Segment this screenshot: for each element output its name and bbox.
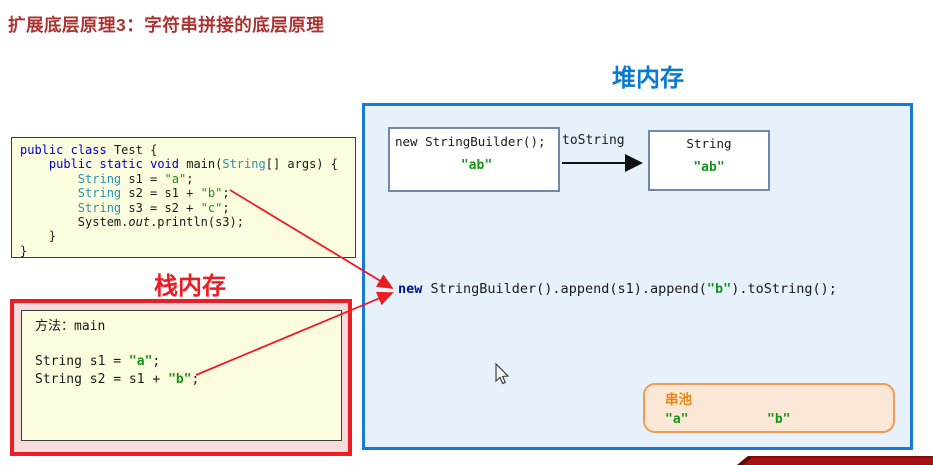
stringbuilder-object-code: new StringBuilder(); xyxy=(395,134,546,149)
stack-memory-label: 栈内存 xyxy=(154,273,226,300)
stringbuilder-expression: new StringBuilder().append(s1).append("b… xyxy=(398,281,837,297)
code-line: String s2 = s1 + "b"; xyxy=(77,186,230,201)
code-line: System.out.println(s3); xyxy=(20,214,244,229)
stack-memory-box: 方法：main String s1 = "a"; String s2 = s1 … xyxy=(10,299,352,456)
stringbuilder-object-box: new StringBuilder(); "ab" xyxy=(388,127,560,192)
string-object-box: String "ab" xyxy=(648,130,770,191)
stringbuilder-object-value: "ab" xyxy=(460,158,493,173)
stack-frame-line: 方法：main xyxy=(35,319,106,334)
tostring-arrow-label: toString xyxy=(562,133,625,148)
string-object-title: String xyxy=(686,136,732,151)
watermark-ribbon xyxy=(737,456,933,465)
code-line: } xyxy=(20,229,57,244)
string-pool-box: 串池 "a" "b" xyxy=(643,383,895,433)
code-line: String s3 = s2 + "c"; xyxy=(77,200,230,215)
stack-frame-box: 方法：main String s1 = "a"; String s2 = s1 … xyxy=(21,310,342,441)
java-code-box: public class Test { public static void m… xyxy=(11,137,356,258)
code-line: public class Test { xyxy=(20,143,158,157)
string-pool-value-a: "a" xyxy=(665,412,689,427)
code-line: String s1 = "a"; xyxy=(77,171,194,186)
page-title: 扩展底层原理3：字符串拼接的底层原理 xyxy=(8,15,325,35)
stack-frame-line xyxy=(35,336,341,354)
string-pool-label: 串池 xyxy=(665,392,692,407)
code-line: public static void main(String[] args) { xyxy=(48,157,338,172)
heap-memory-label: 堆内存 xyxy=(612,65,684,92)
string-object-value: "ab" xyxy=(693,160,725,175)
code-line: } xyxy=(20,243,28,258)
string-pool-value-b: "b" xyxy=(767,412,791,427)
stack-frame-line: String s2 = s1 + "b"; xyxy=(35,371,200,387)
stack-frame-line: String s1 = "a"; xyxy=(35,354,161,369)
